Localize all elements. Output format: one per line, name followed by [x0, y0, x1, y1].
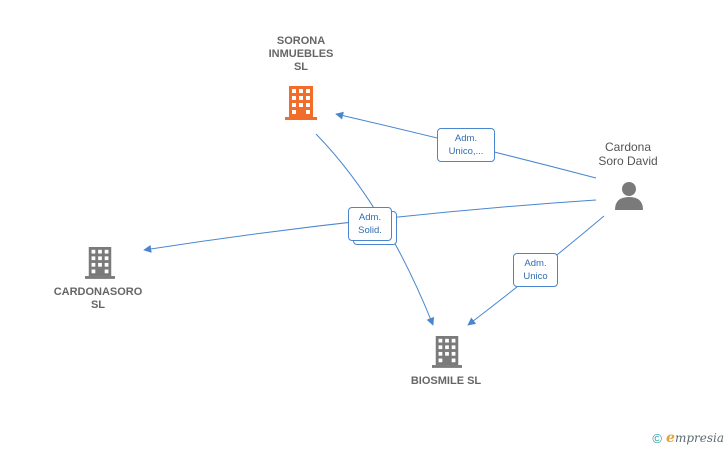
footer-brand: © empresia: [652, 430, 724, 446]
edge-label-solid[interactable]: Adm. Solid.: [348, 207, 392, 241]
building-icon[interactable]: [285, 84, 317, 120]
person-icon[interactable]: [614, 180, 644, 210]
node-label-cardona-person[interactable]: Cardona Soro David: [598, 140, 658, 168]
building-icon[interactable]: [85, 245, 115, 279]
node-label-sorona[interactable]: SORONA INMUEBLES SL: [268, 35, 334, 73]
building-icon[interactable]: [432, 334, 462, 368]
copyright-icon: ©: [652, 430, 663, 446]
node-label-biosmile[interactable]: BIOSMILE SL: [410, 375, 482, 387]
brand-logo: empresia: [666, 430, 724, 446]
node-label-cardonasoro[interactable]: CARDONASORO SL: [53, 286, 143, 311]
edge-label-person-to-sorona[interactable]: Adm. Unico,...: [437, 128, 495, 162]
edge-label-person-to-biosmile[interactable]: Adm. Unico: [513, 253, 558, 287]
